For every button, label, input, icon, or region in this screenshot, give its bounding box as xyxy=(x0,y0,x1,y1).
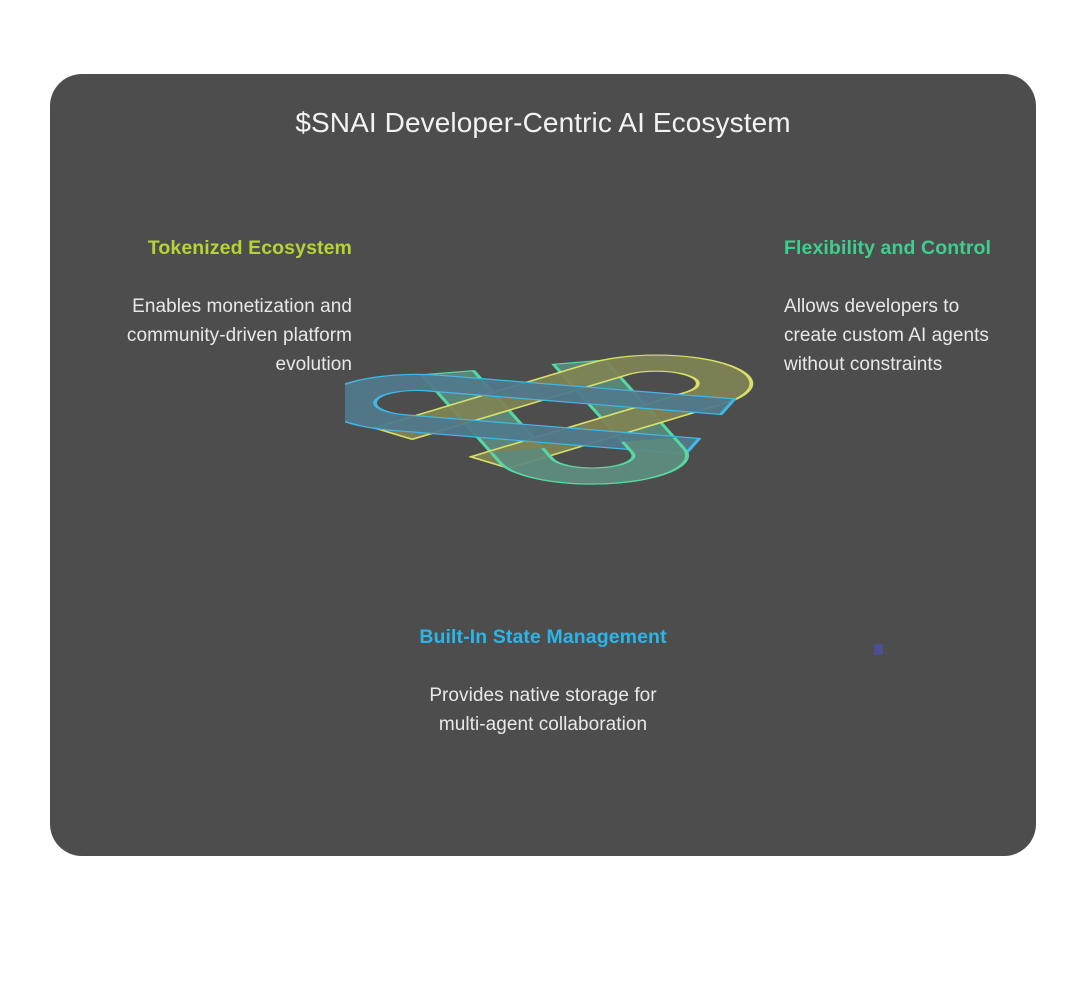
spacer xyxy=(418,652,668,681)
pillar-heading-built-in-state-management: Built-In State Management xyxy=(419,626,667,648)
page-title: $SNAI Developer-Centric AI Ecosystem xyxy=(295,107,791,138)
interlocking-trefoil-graphic xyxy=(345,214,765,614)
render-artifact-dot xyxy=(874,644,883,655)
pillar-heading-tokenized-ecosystem: Tokenized Ecosystem xyxy=(147,237,352,259)
spacer xyxy=(784,263,1006,292)
pillar-body-built-in-state-management: Provides native storage for multi-agent … xyxy=(429,685,657,735)
pillar-tokenized-ecosystem: Tokenized Ecosystem Enables monetization… xyxy=(70,234,352,379)
pillar-flexibility-and-control: Flexibility and Control Allows developer… xyxy=(784,234,1006,379)
pillar-built-in-state-management: Built-In State Management Provides nativ… xyxy=(418,623,668,739)
pillar-body-flexibility-and-control: Allows developers to create custom AI ag… xyxy=(784,296,989,375)
infographic-card: $SNAI Developer-Centric AI Ecosystem xyxy=(50,74,1036,856)
pillar-heading-flexibility-and-control: Flexibility and Control xyxy=(784,237,992,259)
pillar-body-tokenized-ecosystem: Enables monetization and community-drive… xyxy=(126,296,352,375)
spacer xyxy=(70,263,352,292)
